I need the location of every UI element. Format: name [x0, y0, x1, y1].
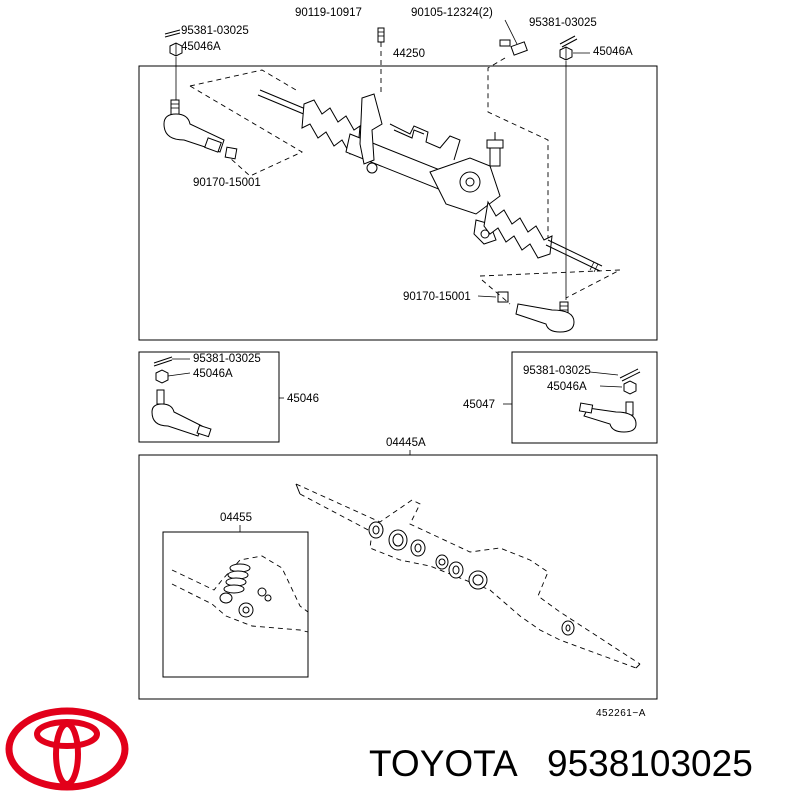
- tie-rod-end-icon: [578, 401, 637, 433]
- rack-outline-icon: [295, 483, 641, 669]
- label-nut-right: 45046A: [593, 46, 633, 58]
- seal-ring-icon: [219, 592, 233, 604]
- cotter-pin-icon: [589, 368, 641, 382]
- seal-ring-icon: [468, 570, 488, 590]
- valve-seal-outline-icon: [171, 555, 309, 633]
- nut-icon: [224, 146, 238, 160]
- label-left-part: 45046: [287, 393, 319, 405]
- steering-rack-icon: [257, 89, 603, 273]
- castle-nut-icon: [169, 42, 183, 57]
- label-left-nut: 45046A: [193, 368, 233, 380]
- right-tie-rod-box: 95381-03025 45046A 45047: [463, 351, 658, 444]
- label-pin-left: 95381-03025: [181, 25, 249, 37]
- tie-rod-end-icon: [151, 389, 212, 438]
- bolt-icon: [499, 19, 528, 56]
- seal-ring-icon: [368, 521, 384, 539]
- label-bolt-left: 90119-10917: [295, 7, 362, 19]
- rack-assembly-frame: [138, 65, 658, 341]
- sub-kit-frame: [162, 531, 309, 678]
- nut-icon: [497, 291, 509, 303]
- label-rack-assy: 44250: [393, 48, 425, 60]
- cotter-pin-icon: [559, 35, 578, 48]
- seal-ring-icon: [435, 554, 449, 570]
- left-box-frame: [138, 351, 280, 443]
- castle-nut-icon: [559, 46, 573, 61]
- cotter-pin-icon: [164, 29, 181, 38]
- label-pin-right: 95381-03025: [529, 17, 597, 29]
- part-number: 9538103025: [547, 743, 753, 784]
- brand-name: TOYOTA: [369, 743, 518, 784]
- seal-ring-icon: [561, 620, 575, 636]
- label-right-part: 45047: [463, 399, 495, 411]
- repair-kit-section: 04445A 04455 452261−A: [138, 437, 658, 719]
- seal-ring-icon: [238, 602, 254, 618]
- left-tie-rod-box: 95381-03025 45046A 45046: [138, 351, 319, 443]
- repair-kit-frame: [138, 454, 658, 700]
- label-nut-left: 45046A: [181, 41, 221, 53]
- castle-nut-icon: [155, 369, 191, 384]
- label-right-nut: 45046A: [547, 381, 587, 393]
- label-sub-kit: 04455: [220, 512, 252, 524]
- label-bolt-right: 90105-12324(2): [411, 7, 493, 19]
- drawing-ref-code: 452261−A: [596, 708, 646, 719]
- label-left-pin: 95381-03025: [193, 353, 261, 365]
- top-assembly-section: 95381-03025 45046A 90119-10917 90105-123…: [138, 7, 658, 341]
- label-kit: 04445A: [386, 437, 426, 449]
- label-nut-small-right: 90170-15001: [403, 291, 471, 303]
- castle-nut-icon: [599, 380, 637, 395]
- cotter-pin-icon: [153, 356, 190, 367]
- seal-ring-icon: [257, 587, 272, 602]
- right-box-frame: [511, 351, 658, 444]
- tie-rod-end-left-icon: [163, 99, 225, 153]
- label-nut-small-left: 90170-15001: [193, 177, 261, 189]
- spring-icon: [223, 563, 251, 594]
- tie-rod-end-right-icon: [515, 301, 575, 333]
- seal-ring-icon: [448, 561, 464, 579]
- label-right-pin: 95381-03025: [523, 365, 591, 377]
- seal-ring-icon: [388, 529, 408, 551]
- toyota-logo: [5, 707, 129, 791]
- seal-ring-icon: [410, 539, 426, 557]
- bolt-icon: [377, 27, 385, 92]
